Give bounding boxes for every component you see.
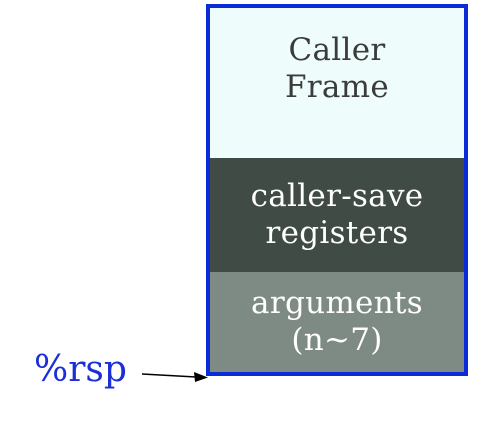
caller-save-registers-segment: caller-save registers bbox=[210, 158, 464, 272]
caller-frame-segment: Caller Frame bbox=[210, 8, 464, 158]
caller-frame-line-1: Caller bbox=[288, 32, 386, 68]
arguments-line-2: (n~7) bbox=[291, 322, 383, 358]
stack-frame-diagram: Caller Frame caller-save registers argum… bbox=[206, 4, 468, 376]
rsp-pointer-label: %rsp bbox=[34, 349, 127, 390]
caller-save-line-2: registers bbox=[265, 215, 409, 251]
arguments-line-1: arguments bbox=[251, 285, 423, 322]
rsp-arrow-icon bbox=[141, 372, 208, 382]
caller-save-line-1: caller-save bbox=[250, 178, 424, 215]
caller-frame-line-2: Frame bbox=[284, 68, 390, 105]
arguments-segment: arguments (n~7) bbox=[210, 272, 464, 372]
